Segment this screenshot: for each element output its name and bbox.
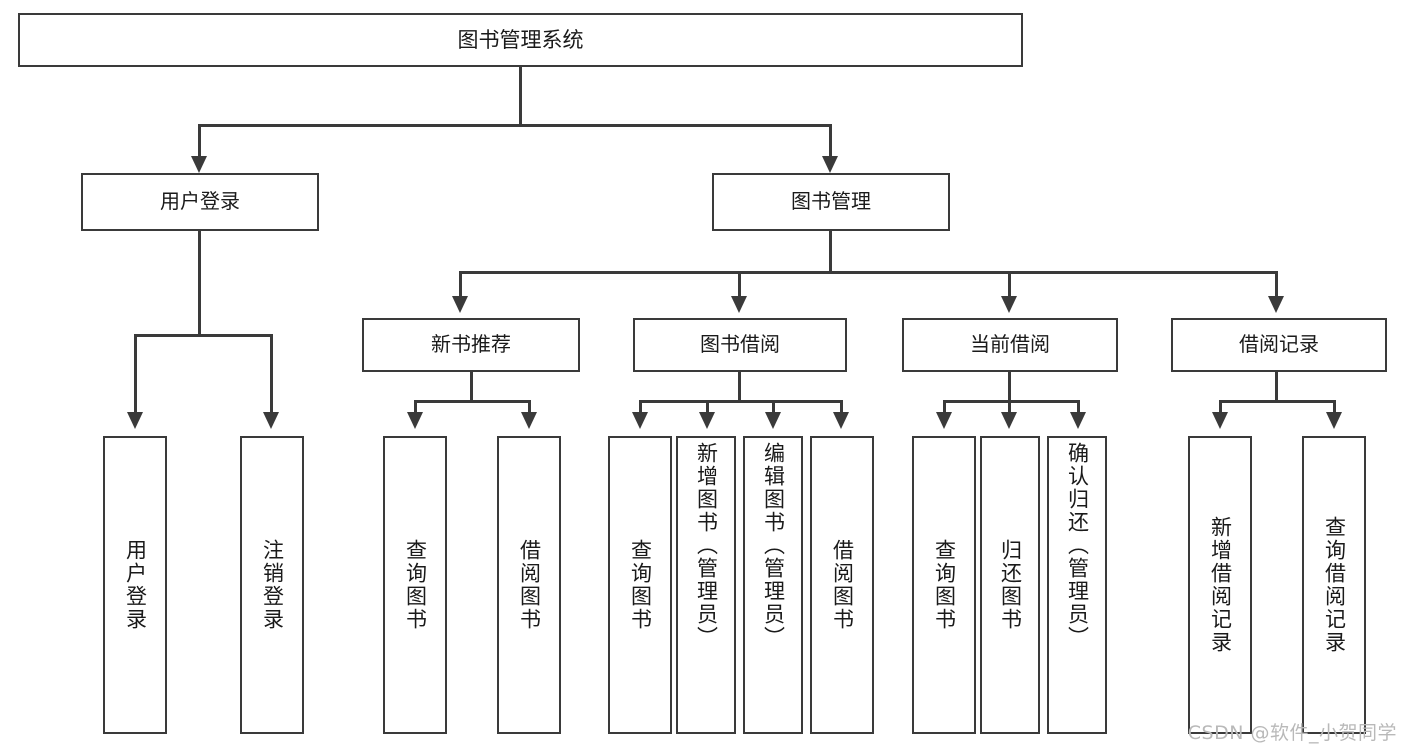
- leaf-current-borrow-return[interactable]: 归还图书: [980, 436, 1040, 734]
- connector-book-borrow-stem: [738, 372, 741, 403]
- connector-new-book-stem: [470, 372, 473, 403]
- node-root-label: 图书管理系统: [457, 27, 584, 52]
- leaf-book-borrow-borrow[interactable]: 借阅图书: [810, 436, 874, 734]
- arrowhead-borrow-record-leaf2: [1326, 412, 1342, 429]
- connector-current-borrow-leaf2: [1008, 400, 1011, 420]
- node-book-management-label: 图书管理: [791, 189, 871, 214]
- arrowhead-user-login-leaf1: [127, 412, 143, 429]
- arrowhead-new-book: [452, 296, 468, 313]
- leaf-user-login-logout[interactable]: 注销登录: [240, 436, 304, 734]
- arrowhead-current-borrow-leaf1: [936, 412, 952, 429]
- connector-user-login-leaf2: [270, 334, 273, 420]
- connector-book-borrow-bar: [639, 400, 843, 403]
- arrowhead-book-borrow-leaf4: [833, 412, 849, 429]
- connector-root-to-book-mgmt: [829, 124, 832, 160]
- connector-book-mgmt-bar: [459, 271, 1278, 274]
- node-borrow-record[interactable]: 借阅记录: [1171, 318, 1387, 372]
- connector-root-stem: [519, 67, 522, 126]
- arrowhead-to-user-login: [191, 156, 207, 173]
- connector-user-login-bar: [134, 334, 273, 337]
- arrowhead-book-borrow-leaf1: [632, 412, 648, 429]
- connector-book-mgmt-to-borrow: [738, 271, 741, 303]
- node-book-borrow-label: 图书借阅: [700, 332, 780, 357]
- arrowhead-current-borrow-leaf2: [1001, 412, 1017, 429]
- connector-borrow-record-leaf1: [1219, 400, 1222, 420]
- node-borrow-record-label: 借阅记录: [1239, 332, 1319, 357]
- connector-book-borrow-leaf4: [840, 400, 843, 420]
- arrowhead-book-borrow-leaf3: [765, 412, 781, 429]
- connector-book-mgmt-stem: [829, 231, 832, 274]
- node-user-login-label: 用户登录: [160, 189, 240, 214]
- leaf-new-book-query-label: 查询图书: [403, 539, 428, 631]
- connector-new-book-leaf1: [414, 400, 417, 420]
- leaf-book-borrow-add[interactable]: 新增图书（管理员）: [676, 436, 736, 734]
- connector-book-mgmt-to-current: [1008, 271, 1011, 303]
- connector-root-bar: [198, 124, 832, 127]
- node-book-borrow[interactable]: 图书借阅: [633, 318, 847, 372]
- leaf-user-login-logout-label: 注销登录: [260, 539, 285, 631]
- node-new-book-recommend-label: 新书推荐: [431, 332, 511, 357]
- connector-user-login-stem: [198, 231, 201, 337]
- leaf-book-borrow-edit-label: 编辑图书（管理员）: [761, 442, 786, 649]
- connector-borrow-record-bar: [1219, 400, 1336, 403]
- connector-new-book-bar: [414, 400, 531, 403]
- arrowhead-current-borrow: [1001, 296, 1017, 313]
- leaf-current-borrow-return-label: 归还图书: [998, 539, 1023, 631]
- arrowhead-new-book-leaf1: [407, 412, 423, 429]
- leaf-book-borrow-query[interactable]: 查询图书: [608, 436, 672, 734]
- connector-user-login-leaf1: [134, 334, 137, 420]
- leaf-current-borrow-confirm[interactable]: 确认归还（管理员）: [1047, 436, 1107, 734]
- arrowhead-borrow-record-leaf1: [1212, 412, 1228, 429]
- arrowhead-book-borrow-leaf2: [699, 412, 715, 429]
- leaf-user-login-login-label: 用户登录: [123, 539, 148, 631]
- connector-book-borrow-leaf3: [772, 400, 775, 420]
- connector-current-borrow-leaf1: [943, 400, 946, 420]
- node-new-book-recommend[interactable]: 新书推荐: [362, 318, 580, 372]
- arrowhead-to-book-mgmt: [822, 156, 838, 173]
- arrowhead-borrow-record: [1268, 296, 1284, 313]
- leaf-book-borrow-query-label: 查询图书: [628, 539, 653, 631]
- connector-book-mgmt-to-new-book: [459, 271, 462, 303]
- leaf-current-borrow-confirm-label: 确认归还（管理员）: [1065, 442, 1090, 649]
- connector-borrow-record-leaf2: [1333, 400, 1336, 420]
- leaf-current-borrow-query-label: 查询图书: [932, 539, 957, 631]
- leaf-book-borrow-borrow-label: 借阅图书: [830, 539, 855, 631]
- node-user-login[interactable]: 用户登录: [81, 173, 319, 231]
- node-current-borrow-label: 当前借阅: [970, 332, 1050, 357]
- connector-book-borrow-leaf2: [706, 400, 709, 420]
- arrowhead-current-borrow-leaf3: [1070, 412, 1086, 429]
- arrowhead-new-book-leaf2: [521, 412, 537, 429]
- connector-borrow-record-stem: [1275, 372, 1278, 403]
- connector-root-to-user-login: [198, 124, 201, 160]
- leaf-borrow-record-add-label: 新增借阅记录: [1208, 516, 1233, 654]
- connector-current-borrow-bar: [943, 400, 1080, 403]
- connector-current-borrow-leaf3: [1077, 400, 1080, 420]
- leaf-new-book-borrow[interactable]: 借阅图书: [497, 436, 561, 734]
- leaf-book-borrow-add-label: 新增图书（管理员）: [694, 442, 719, 649]
- connector-book-mgmt-to-record: [1275, 271, 1278, 303]
- node-book-management[interactable]: 图书管理: [712, 173, 950, 231]
- leaf-current-borrow-query[interactable]: 查询图书: [912, 436, 976, 734]
- leaf-book-borrow-edit[interactable]: 编辑图书（管理员）: [743, 436, 803, 734]
- leaf-borrow-record-query[interactable]: 查询借阅记录: [1302, 436, 1366, 734]
- leaf-borrow-record-add[interactable]: 新增借阅记录: [1188, 436, 1252, 734]
- connector-book-borrow-leaf1: [639, 400, 642, 420]
- node-root[interactable]: 图书管理系统: [18, 13, 1023, 67]
- leaf-user-login-login[interactable]: 用户登录: [103, 436, 167, 734]
- arrowhead-user-login-leaf2: [263, 412, 279, 429]
- arrowhead-book-borrow: [731, 296, 747, 313]
- leaf-borrow-record-query-label: 查询借阅记录: [1322, 516, 1347, 654]
- connector-current-borrow-stem: [1008, 372, 1011, 403]
- leaf-new-book-borrow-label: 借阅图书: [517, 539, 542, 631]
- leaf-new-book-query[interactable]: 查询图书: [383, 436, 447, 734]
- connector-new-book-leaf2: [528, 400, 531, 420]
- node-current-borrow[interactable]: 当前借阅: [902, 318, 1118, 372]
